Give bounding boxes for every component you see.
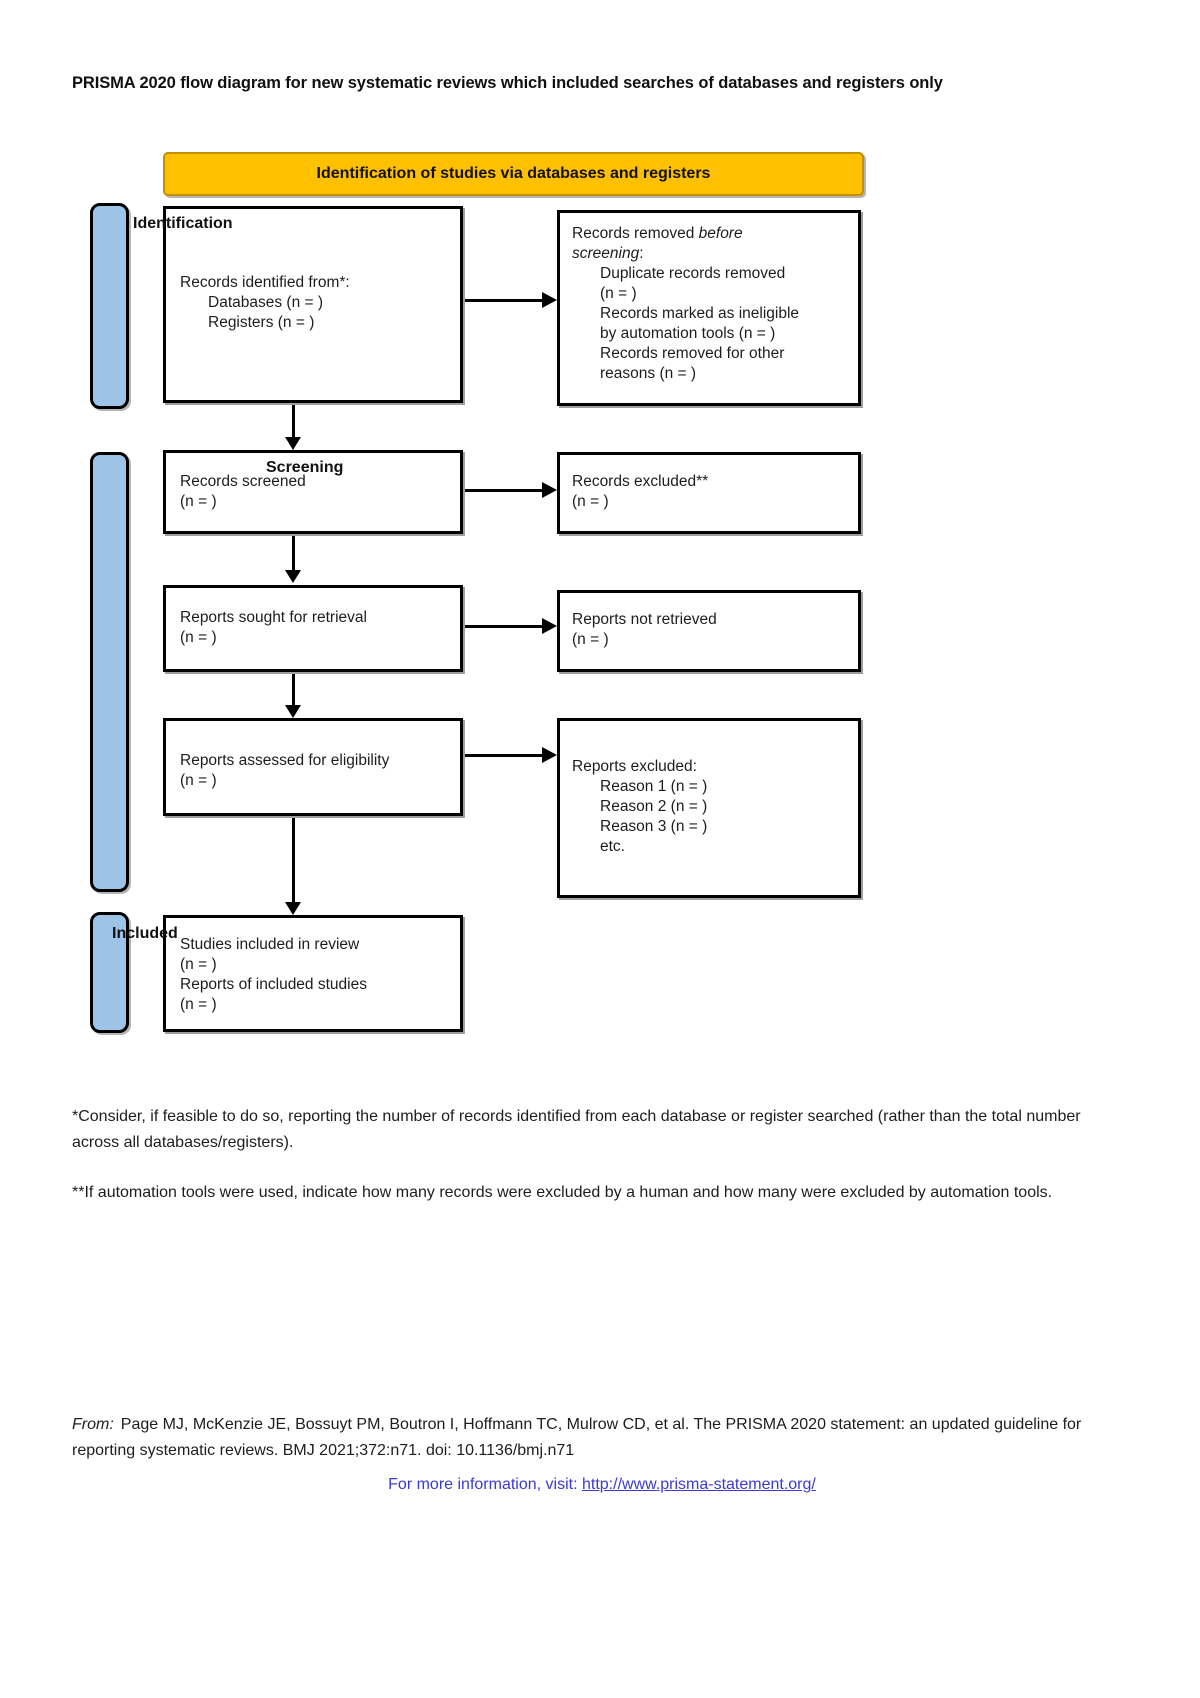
box-line: Records identified from*:: [180, 274, 350, 291]
flow-box-records-removed-before-screening: Records removed before screening: Duplic…: [557, 210, 861, 406]
flow-box-studies-included: Studies included in review (n = ) Report…: [163, 915, 463, 1032]
stage-bar-identification: [90, 203, 129, 409]
footnote-double-asterisk: **If automation tools were used, indicat…: [72, 1184, 1053, 1201]
banner-label: Identification of studies via databases …: [316, 165, 711, 182]
box-line: (n = ): [180, 629, 217, 646]
citation-from-label: From:: [72, 1416, 114, 1433]
box-line: Reports sought for retrieval: [180, 609, 367, 626]
arrow-screened-to-excluded: [463, 489, 544, 492]
box-line: Reports of included studies: [180, 976, 367, 993]
flow-box-records-screened: Records screened (n = ): [163, 450, 463, 534]
flow-box-reports-assessed: Reports assessed for eligibility (n = ): [163, 718, 463, 816]
citation: From:Page MJ, McKenzie JE, Bossuyt PM, B…: [72, 1412, 1084, 1464]
stage-label-included: Included: [112, 925, 178, 942]
box-line: by automation tools (n = ): [600, 325, 776, 342]
box-line: Studies included in review: [180, 936, 360, 953]
arrowhead-down-icon: [285, 705, 301, 718]
page-title: PRISMA 2020 flow diagram for new systema…: [72, 74, 943, 92]
box-line: Reports assessed for eligibility: [180, 752, 390, 769]
stage-bar-screening: [90, 452, 129, 892]
box-line: etc.: [600, 838, 625, 855]
stage-label-screening: Screening: [266, 459, 344, 476]
arrowhead-right-icon: [542, 618, 557, 634]
box-line: Reports not retrieved: [572, 611, 717, 628]
box-line: Records removed for other: [600, 345, 785, 362]
stage-bar-included: [90, 912, 129, 1033]
arrowhead-right-icon: [542, 482, 557, 498]
arrow-identified-to-screened: [292, 403, 295, 438]
arrow-identified-to-removed: [463, 299, 544, 302]
box-line: screening:: [572, 245, 644, 262]
flow-box-records-identified: Records identified from*: Databases (n =…: [163, 206, 463, 403]
arrowhead-down-icon: [285, 437, 301, 450]
box-line: (n = ): [180, 772, 217, 789]
flow-box-reports-excluded: Reports excluded: Reason 1 (n = ) Reason…: [557, 718, 861, 898]
box-line: Records marked as ineligible: [600, 305, 800, 322]
box-line: Records excluded**: [572, 473, 709, 490]
box-line: Reason 3 (n = ): [600, 818, 708, 835]
arrowhead-right-icon: [542, 747, 557, 763]
italic-text: screening: [572, 245, 640, 262]
arrowhead-right-icon: [542, 292, 557, 308]
box-line: Databases (n = ): [208, 294, 324, 311]
arrow-screened-to-sought: [292, 534, 295, 571]
box-line: (n = ): [572, 493, 609, 510]
box-line: Records screened: [180, 473, 306, 490]
box-line: Reports excluded:: [572, 758, 697, 775]
italic-text: before: [698, 225, 743, 242]
arrowhead-down-icon: [285, 902, 301, 915]
box-line: Reason 2 (n = ): [600, 798, 708, 815]
box-line: Records removed before: [572, 225, 743, 242]
box-line: (n = ): [180, 996, 217, 1013]
box-line: (n = ): [572, 631, 609, 648]
box-line: Duplicate records removed: [600, 265, 786, 282]
box-line: (n = ): [180, 493, 217, 510]
more-info-prefix: For more information, visit:: [388, 1476, 582, 1493]
box-line: (n = ): [600, 285, 637, 302]
arrow-sought-to-not-retrieved: [463, 625, 544, 628]
more-info-line: For more information, visit: http://www.…: [72, 1476, 1132, 1494]
citation-body: Page MJ, McKenzie JE, Bossuyt PM, Boutro…: [72, 1416, 1082, 1459]
flow-box-reports-sought: Reports sought for retrieval (n = ): [163, 585, 463, 672]
arrow-assessed-to-excluded: [463, 754, 544, 757]
prisma-statement-link[interactable]: http://www.prisma-statement.org/: [581, 1476, 816, 1493]
stage-label-identification: Identification: [133, 215, 233, 232]
footnote-asterisk: *Consider, if feasible to do so, reporti…: [72, 1108, 1081, 1151]
flow-box-reports-not-retrieved: Reports not retrieved (n = ): [557, 590, 861, 672]
arrowhead-down-icon: [285, 570, 301, 583]
arrow-assessed-to-included: [292, 816, 295, 903]
flow-box-records-excluded: Records excluded** (n = ): [557, 452, 861, 534]
banner-identification-via-databases: Identification of studies via databases …: [163, 152, 864, 196]
box-line: Reason 1 (n = ): [600, 778, 708, 795]
box-line: reasons (n = ): [600, 365, 697, 382]
box-line: (n = ): [180, 956, 217, 973]
arrow-sought-to-assessed: [292, 672, 295, 706]
box-line: Registers (n = ): [208, 314, 315, 331]
